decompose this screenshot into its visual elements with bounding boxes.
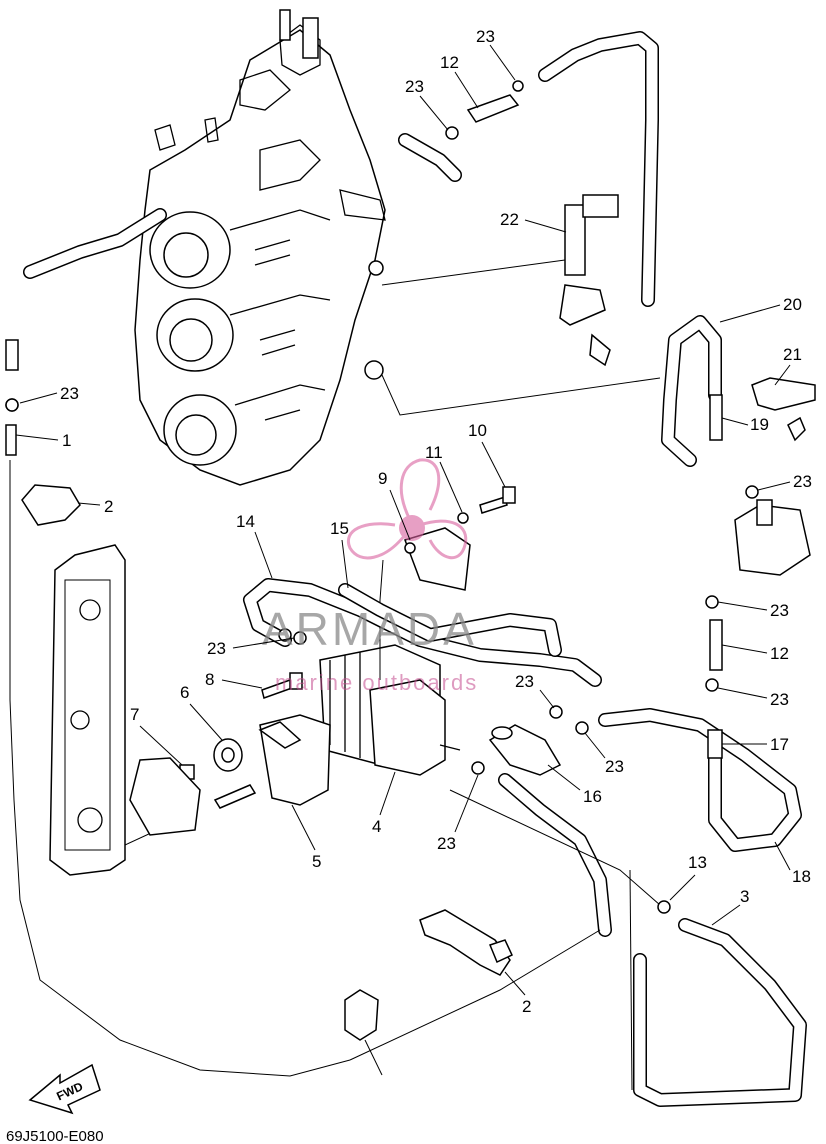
- callout-16: 16: [583, 787, 602, 806]
- diagram-code: 69J5100-E080: [6, 1128, 104, 1144]
- propeller-logo: [346, 458, 468, 560]
- vapor-canister: [319, 644, 461, 776]
- callout-23: 23: [605, 757, 624, 776]
- callout-13: 3: [740, 887, 749, 906]
- check-valve-16: [488, 724, 562, 776]
- callout-3: 2: [522, 997, 531, 1016]
- hose-bracket-22: [381, 194, 619, 367]
- bolts: [261, 486, 516, 699]
- leader-lines: [349, 374, 661, 1091]
- upper-hose-assembly: [398, 31, 659, 307]
- callout-23: 23: [770, 690, 789, 709]
- grommet-and-collar: [129, 738, 257, 836]
- watermark-tagline: marine outboards: [275, 670, 478, 695]
- callout-23: 23: [770, 601, 789, 620]
- callout-19: 19: [750, 415, 769, 434]
- callout-7: 7: [130, 705, 139, 724]
- throttle-body-assembly: [134, 9, 386, 486]
- right-hose-set: [598, 315, 816, 852]
- callout-10: 10: [468, 421, 487, 440]
- callout-6: 6: [180, 683, 189, 702]
- hose-14-15: [243, 578, 602, 687]
- callout-23: 23: [476, 27, 495, 46]
- fuel-filter-line: [5, 339, 379, 1077]
- callout-11: 11: [425, 443, 443, 462]
- mount-bracket-9: [379, 512, 471, 680]
- callout-21: 21: [783, 345, 802, 364]
- callout-2: 2: [104, 497, 113, 516]
- callout-1: 1: [62, 431, 71, 450]
- intake-gasket-plate: [49, 544, 191, 876]
- callout-18: 18: [792, 867, 811, 886]
- callout-23: 23: [405, 77, 424, 96]
- callout-23: 23: [515, 672, 534, 691]
- callout-23: 23: [793, 472, 812, 491]
- vent-pipe: [23, 208, 167, 279]
- callout-20: 20: [783, 295, 802, 314]
- callout-14: 14: [236, 512, 255, 531]
- hose-clamp-3: [419, 909, 513, 976]
- callout-4: 4: [372, 817, 381, 836]
- clip-23-markers: [5, 398, 759, 914]
- callout-8: 8: [205, 670, 214, 689]
- callout-23: 23: [207, 639, 226, 658]
- callout-17: 17: [770, 735, 789, 754]
- callout-23: 23: [60, 384, 79, 403]
- canister-bracket-5: [258, 714, 331, 806]
- armada-watermark: ARMADA marine outboards: [262, 458, 478, 695]
- callout-5: 5: [312, 852, 321, 871]
- callout-labels: 23 12 23 22 20 21 23 1 2 19 10 11 9 23 1…: [15, 27, 812, 1076]
- lower-hose-13: [498, 773, 807, 1107]
- callout-12: 12: [770, 644, 789, 663]
- callout-15: 15: [330, 519, 349, 538]
- callout-12: 12: [440, 53, 459, 72]
- callout-9: 9: [378, 469, 387, 488]
- callout-23: 23: [437, 834, 456, 853]
- callout-22: 22: [500, 210, 519, 229]
- callout-23: 13: [688, 853, 707, 872]
- fwd-arrow-icon: FWD: [28, 1063, 101, 1115]
- watermark-brand: ARMADA: [262, 603, 477, 655]
